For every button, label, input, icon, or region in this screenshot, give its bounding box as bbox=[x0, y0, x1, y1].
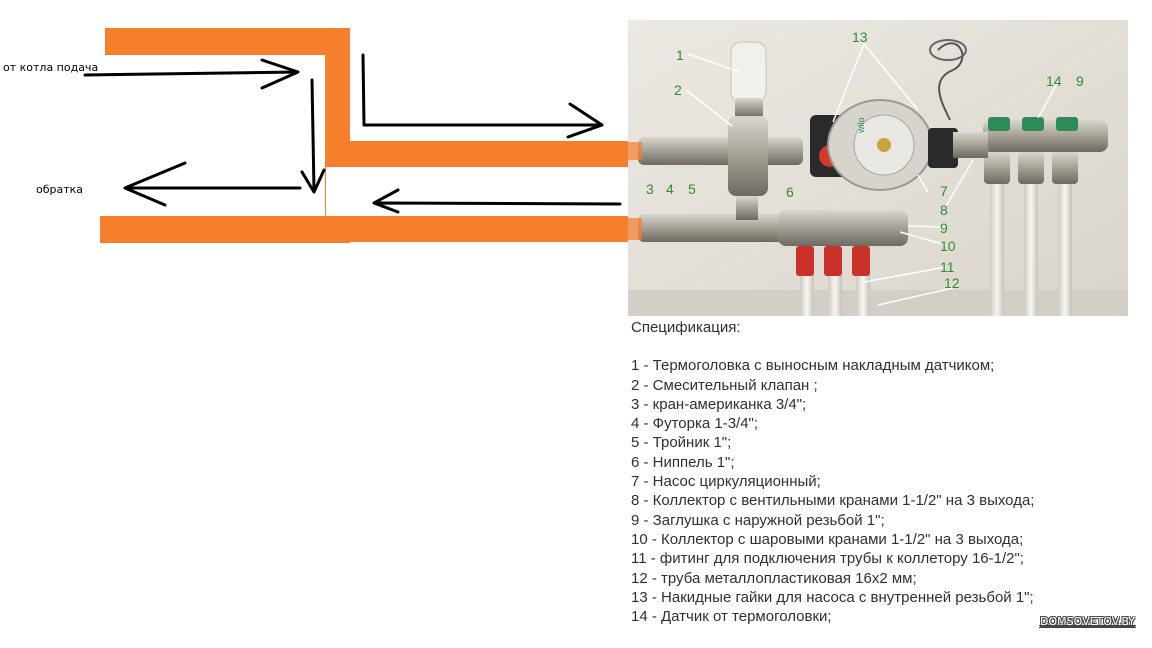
spec-item: 12 - труба металлопластиковая 16х2 мм; bbox=[631, 569, 917, 587]
callout-11: 11 bbox=[940, 259, 955, 275]
flow-arrows bbox=[83, 53, 622, 214]
return-pipe-end bbox=[628, 218, 642, 240]
return-label: обратка bbox=[36, 183, 84, 196]
callout-3: 3 bbox=[646, 181, 654, 197]
thermo-head bbox=[730, 41, 767, 103]
pump-outlet-nut bbox=[928, 128, 958, 168]
specification-block: Спецификация: 1 - Термоголовка с выносны… bbox=[631, 318, 1141, 626]
supply-pipe-top bbox=[105, 28, 350, 55]
thermo-head-base bbox=[735, 98, 763, 118]
spec-item: 5 - Тройник 1"; bbox=[631, 434, 732, 452]
callout-9-top: 9 bbox=[1076, 73, 1084, 89]
red-ball-valves bbox=[796, 246, 870, 276]
spec-item: 8 - Коллектор с вентильными кранами 1-1/… bbox=[631, 492, 1035, 510]
wire-coil bbox=[929, 39, 967, 61]
callout-10: 10 bbox=[940, 238, 956, 254]
spec-item: 2 - Смесительный клапан ; bbox=[631, 376, 818, 394]
lower-fittings bbox=[984, 152, 1078, 184]
supply-pipe-end bbox=[628, 142, 642, 160]
supply-in-arrow bbox=[83, 58, 300, 90]
mixing-unit-photo: wilo 1 2 3 4 5 6 7 8 9 10 11 1 bbox=[628, 20, 1128, 316]
spec-list: 1 - Термоголовка с выносным накладным да… bbox=[631, 356, 1141, 626]
spec-item: 14 - Датчик от термоголовки; bbox=[631, 608, 832, 626]
green-valve-caps bbox=[988, 117, 1078, 131]
callout-1: 1 bbox=[676, 47, 684, 63]
callout-6: 6 bbox=[786, 184, 794, 200]
spec-item: 7 - Насос циркуляционный; bbox=[631, 473, 821, 491]
spec-item: 4 - Футорка 1-3/4"; bbox=[631, 415, 759, 433]
tee-vertical bbox=[736, 196, 758, 220]
spec-title: Спецификация: bbox=[631, 319, 741, 336]
callout-14: 14 bbox=[1046, 73, 1062, 89]
floor-strip bbox=[628, 290, 1128, 316]
callout-9: 9 bbox=[940, 220, 948, 236]
down-bypass-arrow bbox=[300, 78, 326, 194]
spec-item: 13 - Накидные гайки для насоса с внутрен… bbox=[631, 588, 1034, 606]
spec-item: 6 - Ниппель 1"; bbox=[631, 453, 735, 471]
callout-numbers: 1 2 3 4 5 6 7 8 9 10 11 12 13 14 9 bbox=[646, 29, 1084, 291]
sensor-wire bbox=[937, 42, 964, 121]
mixing-valve-body bbox=[728, 116, 768, 196]
return-pipe-bottom bbox=[100, 216, 350, 243]
orange-pipes bbox=[100, 28, 640, 243]
callout-5: 5 bbox=[688, 181, 696, 197]
supply-label: от котла подача bbox=[3, 61, 99, 74]
supply-pipe-to-manifold bbox=[340, 141, 640, 167]
supply-manifold-body bbox=[638, 137, 803, 165]
spec-item: 1 - Термоголовка с выносным накладным да… bbox=[631, 357, 995, 375]
ball-valve-collector-10 bbox=[778, 210, 908, 246]
return-pipe-from-manifold bbox=[340, 216, 640, 242]
supply-to-manifold-arrow bbox=[361, 53, 604, 139]
callout-8: 8 bbox=[940, 202, 948, 218]
white-pipes bbox=[800, 180, 1072, 316]
callout-lines bbox=[685, 43, 1059, 306]
return-from-manifold-arrow bbox=[372, 188, 622, 214]
pump-brand: wilo bbox=[856, 117, 866, 134]
return-out-arrow bbox=[123, 161, 302, 207]
spec-item: 9 - Заглушка с наружной резьбой 1"; bbox=[631, 511, 885, 529]
callout-12: 12 bbox=[944, 275, 960, 291]
callout-2: 2 bbox=[674, 82, 682, 98]
spec-item: 10 - Коллектор с шаровыми кранами 1-1/2"… bbox=[631, 530, 1024, 548]
callout-7: 7 bbox=[940, 183, 948, 199]
pipe-joint-white bbox=[326, 167, 350, 216]
spec-item: 3 - кран-американка 3/4"; bbox=[631, 395, 807, 413]
site-watermark: DOMSOVETOV.BY bbox=[1037, 614, 1138, 629]
pump-to-manifold bbox=[953, 132, 988, 158]
spec-item: 11 - фитинг для подключения трубы к колл… bbox=[631, 550, 1024, 568]
callout-4: 4 bbox=[666, 181, 674, 197]
pump-screw bbox=[877, 138, 891, 152]
callout-13: 13 bbox=[852, 29, 868, 45]
